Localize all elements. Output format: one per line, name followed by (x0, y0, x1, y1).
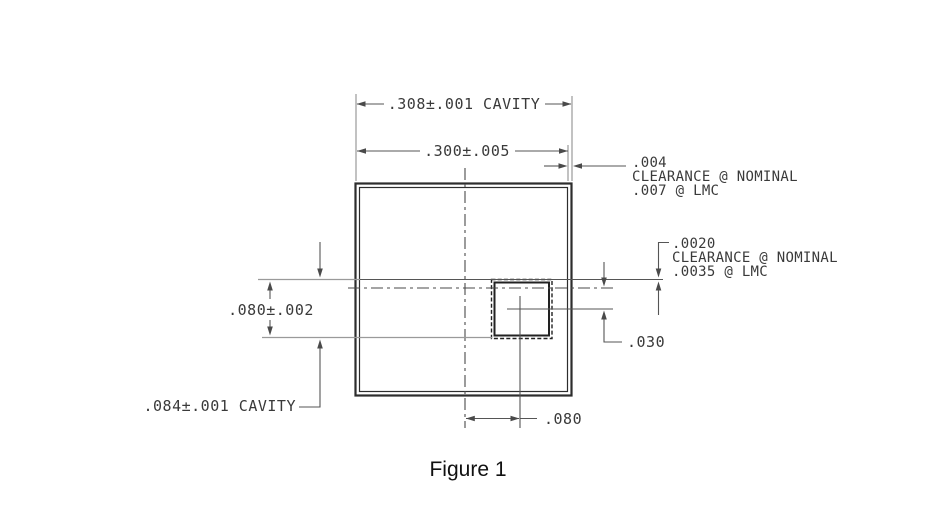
arrow-up-icon (601, 310, 607, 320)
outer-clearance-lmc: .007 @ LMC (632, 183, 719, 199)
cavity-width-label: .308±.001 CAVITY (388, 95, 541, 113)
outer-clearance-label: CLEARANCE @ NOMINAL (632, 169, 798, 185)
note-outer-clearance: .004 CLEARANCE @ NOMINAL .007 @ LMC (544, 155, 798, 199)
outer-clearance-value: .004 (632, 155, 667, 171)
figure-caption: Figure 1 (429, 458, 506, 481)
dimension-component-width: .300±.005 (357, 142, 568, 160)
arrow-right-icon (559, 148, 568, 154)
horizontal-offset-label: .080 (544, 410, 582, 428)
arrow-right-icon (558, 163, 568, 169)
component-width-label: .300±.005 (424, 142, 510, 160)
small-cavity-height-label: .084±.001 CAVITY (144, 397, 297, 415)
arrow-left-icon (356, 101, 366, 107)
centerlines (348, 168, 613, 428)
arrow-down-icon (267, 326, 273, 336)
large-cavity-outline (354, 182, 573, 397)
note-inner-clearance: .0020 CLEARANCE @ NOMINAL .0035 @ LMC (655, 236, 838, 315)
dimension-cavity-width: .308±.001 CAVITY (356, 95, 572, 113)
inner-clearance-value: .0020 (672, 236, 716, 252)
arrow-up-icon (267, 281, 273, 291)
vertical-offset-label: .030 (627, 333, 665, 351)
dimension-horizontal-offset: .080 (465, 410, 582, 428)
arrow-down-icon (655, 268, 662, 278)
arrow-down-icon (317, 268, 323, 278)
arrow-up-icon (655, 281, 662, 291)
dimension-small-component-height: .080±.002 (228, 281, 314, 336)
large-cavity-outer-square (354, 182, 573, 397)
inner-clearance-label: CLEARANCE @ NOMINAL (672, 250, 838, 266)
arrow-up-icon (317, 339, 323, 349)
arrow-down-icon (601, 277, 607, 287)
dimension-vertical-offset: .030 (601, 262, 665, 351)
arrow-right-icon (562, 101, 572, 107)
arrow-left-icon (357, 148, 366, 154)
dimension-small-cavity-height: .084±.001 CAVITY (144, 242, 323, 415)
large-component-inner-square (358, 186, 569, 393)
inner-clearance-lmc: .0035 @ LMC (672, 264, 768, 280)
arrow-left-icon (573, 163, 582, 169)
arrow-right-icon (510, 415, 520, 422)
small-component-height-label: .080±.002 (228, 301, 314, 319)
extension-lines (258, 94, 663, 428)
arrow-left-icon (465, 415, 475, 422)
